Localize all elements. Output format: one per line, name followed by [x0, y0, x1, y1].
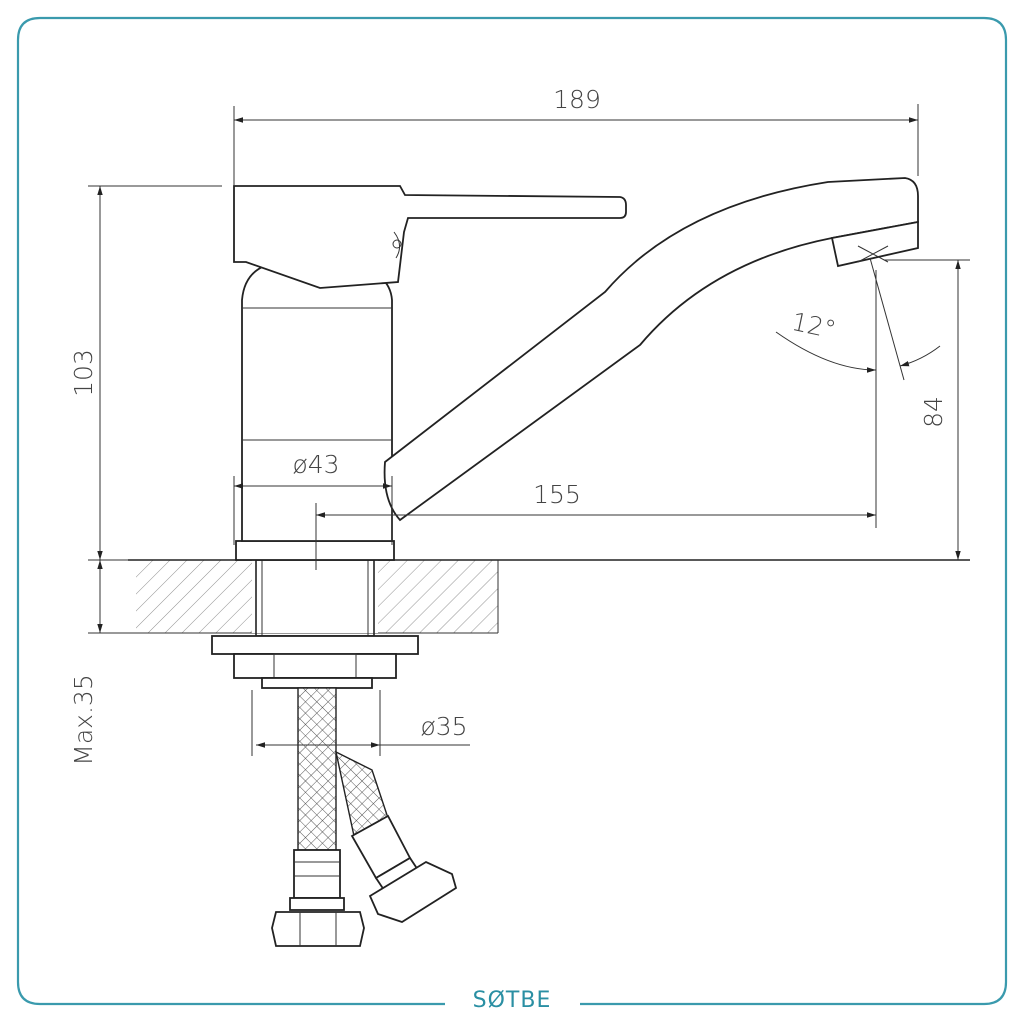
countertop: [128, 559, 970, 634]
dim-spout-reach: 155: [533, 480, 581, 509]
supply-hose-right: [335, 750, 458, 923]
dim-spout-height: 84: [919, 396, 948, 428]
supply-hose-left: [271, 687, 365, 947]
dim-hole-diameter: ø35: [420, 712, 467, 741]
dimension-lines: [88, 104, 970, 756]
faucet-body: [235, 261, 395, 561]
brand-logo: SØTBE: [473, 988, 552, 1013]
dim-total-length: 189: [553, 85, 601, 114]
dim-max-thickness: Max.35: [69, 674, 98, 765]
spout: [383, 177, 919, 522]
dim-angle: 12°: [789, 307, 838, 345]
dim-height: 103: [69, 349, 98, 397]
lever-handle: [233, 185, 627, 289]
frame-border: [16, 16, 1008, 1006]
mounting-shank: [211, 559, 419, 689]
dim-body-diameter: ø43: [292, 450, 339, 479]
